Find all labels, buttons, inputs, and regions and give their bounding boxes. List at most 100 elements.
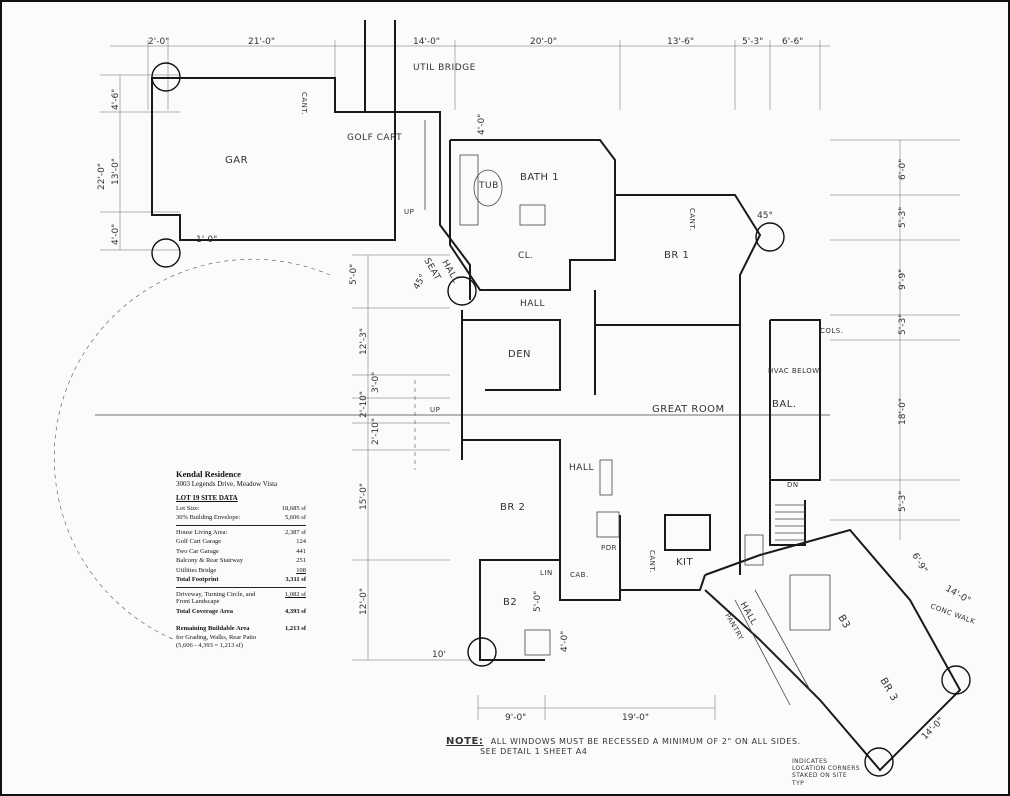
site-row-value: 18,685 sf <box>281 504 306 512</box>
site-row-driveway: Driveway, Turning Circle, and Front Land… <box>176 591 306 606</box>
site-row-value: 1,213 sf <box>285 625 306 633</box>
note-line1: ALL WINDOWS MUST BE RECESSED A MINIMUM O… <box>490 737 801 746</box>
site-row-remaining: Remaining Buildable Area 1,213 sf <box>176 625 306 632</box>
dim-top-3: 20'-0" <box>530 37 557 47</box>
site-row: Utilities Bridge 108 <box>176 567 306 574</box>
dim-bottom-0: 9'-0" <box>505 713 526 723</box>
legend-line: TYP <box>792 779 805 787</box>
dim-top-6: 6'-6" <box>782 37 803 47</box>
label-cant-garage: CANT. <box>300 92 308 115</box>
room-label-b2: B2 <box>503 597 517 608</box>
dim-top-0: 2'-0" <box>148 37 169 47</box>
dim-top-5: 5'-3" <box>742 37 763 47</box>
dim-right-2: 9'-9" <box>898 269 908 290</box>
site-row: Two Car Garage 441 <box>176 548 306 555</box>
divider <box>176 586 306 588</box>
site-row-label: Two Car Garage <box>176 547 219 555</box>
remaining-calc: (5,606 - 4,393 = 1,213 sf) <box>176 641 243 649</box>
site-row-value: 1,082 sf <box>285 590 306 598</box>
site-row-label: Balcony & Rear Stairway <box>176 557 243 565</box>
site-row-label: Total Footprint <box>176 576 219 584</box>
site-row: Balcony & Rear Stairway 251 <box>176 557 306 564</box>
site-row-value: 4,393 sf <box>285 607 306 615</box>
site-row-label: Lot Size: <box>176 504 200 512</box>
site-data-heading: LOT 19 SITE DATA <box>176 493 238 502</box>
dim-left-8: 2'-10" <box>359 391 369 418</box>
legend-line: STAKED ON SITE <box>792 772 848 780</box>
remaining-subtitle: for Grading, Walks, Rear Patio <box>176 634 257 642</box>
dim-left-11: 12'-0" <box>359 588 369 615</box>
site-row-label: Remaining Buildable Area <box>176 625 250 633</box>
room-label-great-room: GREAT ROOM <box>652 404 725 415</box>
site-row-label: Driveway, Turning Circle, and Front Land… <box>176 590 256 606</box>
room-label-tub: TUB <box>478 181 499 191</box>
label-cant-br1: CANT. <box>688 208 696 231</box>
dim-left-6: 12'-3" <box>359 328 369 355</box>
dim-right-6: 6'-9" <box>909 552 928 575</box>
project-title: Kendal Residence <box>176 469 241 479</box>
dim-right-5: 5'-3" <box>898 491 908 512</box>
site-row-value: 2,387 sf <box>285 528 306 536</box>
dim-right-3: 5'-3" <box>898 314 908 335</box>
room-label-garage: GAR <box>225 155 248 166</box>
dim-misc-0: 4'-0" <box>477 114 487 135</box>
divider <box>176 524 306 526</box>
label-up-den: UP <box>430 406 440 414</box>
dim-left-2: 13'-0" <box>111 158 121 185</box>
dim-right-1: 5'-3" <box>898 207 908 228</box>
room-label-br1: BR 1 <box>664 250 689 261</box>
site-row-label: 30% Building Envelope: <box>176 514 241 522</box>
site-row-label: Golf Cart Garage <box>176 538 222 546</box>
site-row: House Living Area: 2,387 sf <box>176 529 306 536</box>
room-label-br2: BR 2 <box>500 502 525 513</box>
dim-left-4: 1'-0" <box>196 235 217 245</box>
dim-right-7: 14'-0" <box>944 584 972 606</box>
room-label-hall-diagonal: HALL <box>439 259 460 286</box>
corner-stake-markers <box>151 62 971 777</box>
room-label-linen: LIN <box>540 569 553 577</box>
site-row-value: 5,606 sf <box>285 514 306 522</box>
dim-misc-1: 45° <box>757 211 773 221</box>
walls <box>151 20 962 772</box>
room-label-hall-mid: HALL <box>569 463 594 473</box>
site-row-value: 124 <box>296 538 306 546</box>
room-label-powder: PDR <box>601 544 617 552</box>
room-label-cabinet: CAB. <box>570 571 589 579</box>
site-row-label: House Living Area: <box>176 528 228 536</box>
room-label-bath1: BATH 1 <box>520 172 559 183</box>
site-row-label: Utilities Bridge <box>176 566 217 574</box>
dim-left-1: 22'-0" <box>97 163 107 190</box>
dim-top-4: 13'-6" <box>667 37 694 47</box>
dim-misc-2: 45° <box>412 273 429 292</box>
dim-right-4: 18'-0" <box>898 398 908 425</box>
room-label-golf-cart: GOLF CART <box>347 133 402 143</box>
room-labels: GAR GOLF CART UTIL BRIDGE BATH 1 TUB CL.… <box>225 63 976 703</box>
site-row: 30% Building Envelope: 5,606 sf <box>176 514 306 521</box>
room-label-kitchen: KIT <box>676 557 694 568</box>
note-label: NOTE: <box>446 736 484 747</box>
site-row-label: Total Coverage Area <box>176 607 234 615</box>
project-address: 3003 Legends Drive, Meadow Vista <box>176 479 278 488</box>
windows-note: NOTE: ALL WINDOWS MUST BE RECESSED A MIN… <box>446 736 806 756</box>
dim-misc-5: 14'-0" <box>920 716 946 742</box>
room-label-den: DEN <box>508 349 531 360</box>
site-row: Golf Cart Garage 124 <box>176 538 306 545</box>
label-conc-walk: CONC WALK <box>929 602 976 626</box>
dim-left-10: 15'-0" <box>359 483 369 510</box>
dim-left-0: 4'-6" <box>111 89 121 110</box>
site-row: Lot Size: 18,685 sf <box>176 505 306 512</box>
site-row-value: 108 <box>296 566 306 574</box>
label-up-garage: UP <box>404 208 414 216</box>
dim-right-0: 6'-0" <box>898 159 908 180</box>
room-label-util-bridge: UTIL BRIDGE <box>413 63 476 73</box>
dim-misc-4: 4'-0" <box>560 631 570 652</box>
room-label-balcony: BAL. <box>772 399 796 410</box>
dim-top-1: 21'-0" <box>248 37 275 47</box>
room-label-hvac: HVAC BELOW <box>768 367 820 375</box>
site-row-value: 251 <box>296 557 306 565</box>
room-label-closet: CL. <box>518 251 534 261</box>
room-label-br3: BR 3 <box>877 676 899 703</box>
site-row-value: 441 <box>296 547 306 555</box>
